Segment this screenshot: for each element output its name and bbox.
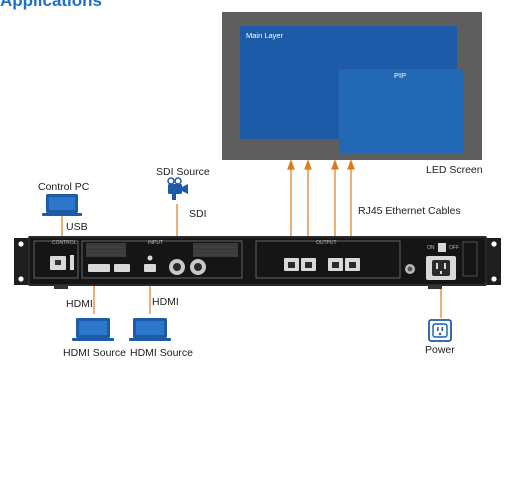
- video-camera-icon: [167, 177, 188, 200]
- control-pc-laptop-icon: [42, 194, 82, 216]
- main-layer-label: Main Layer: [246, 31, 284, 40]
- switch-on-label: ON: [427, 245, 435, 251]
- rj45-cables-label: RJ45 Ethernet Cables: [358, 205, 461, 217]
- sdi-link-label: SDI: [189, 208, 207, 220]
- pip-label: PIP: [394, 71, 407, 80]
- power-label: Power: [425, 344, 455, 356]
- led-screen-caption: LED Screen: [426, 164, 483, 176]
- hdmi-port-2: [144, 264, 156, 272]
- sdi-source-label: SDI Source: [156, 166, 210, 178]
- switch-off-label: OFF: [449, 245, 459, 251]
- hdmi-source-label-1: HDMI Source: [63, 347, 127, 359]
- hdmi-link-label-2: HDMI: [152, 296, 179, 308]
- control-pc-label: Control PC: [38, 181, 90, 193]
- hdmi-link-label-1: HDMI: [66, 298, 93, 310]
- hdmi-port-1: [88, 264, 110, 272]
- input-panel-label: INPUT: [148, 240, 163, 246]
- pip-window: [339, 69, 464, 153]
- led-screen: [222, 12, 482, 160]
- page-title: Applications: [0, 0, 103, 10]
- usb-link-label: USB: [66, 221, 88, 233]
- control-panel-label: CONTROL: [52, 240, 77, 246]
- output-panel-label: OUTPUT: [316, 240, 337, 246]
- hdmi-source-label-2: HDMI Source: [130, 347, 194, 359]
- power-switch: [438, 243, 446, 252]
- power-outlet-icon: [428, 319, 452, 342]
- hdmi-source-laptop-icon-1: [72, 318, 114, 341]
- hdmi-source-laptop-icon-2: [129, 318, 171, 341]
- rack-device: [14, 236, 501, 289]
